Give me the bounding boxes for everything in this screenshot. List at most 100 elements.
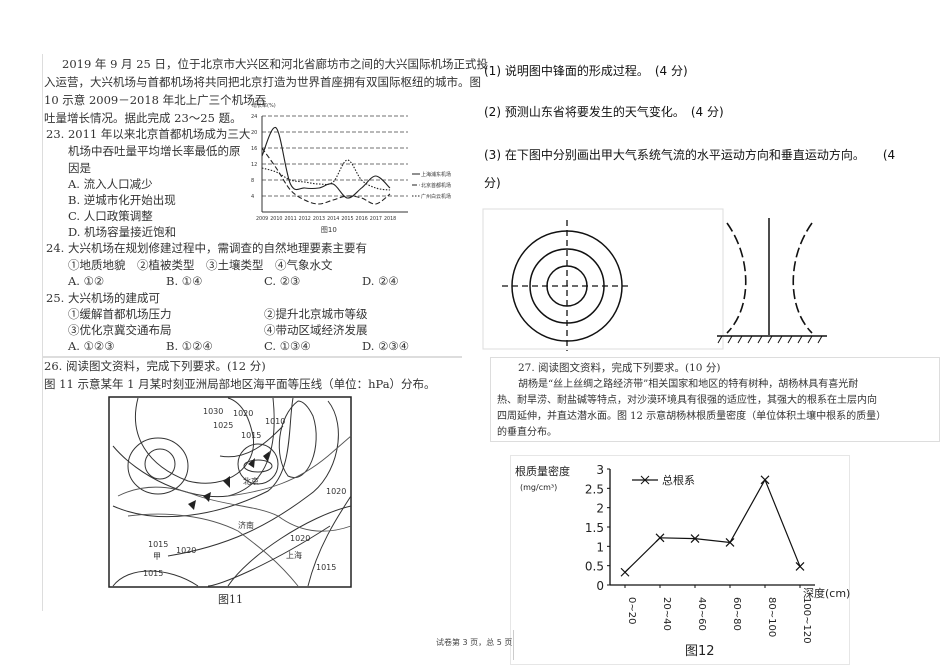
q24-option-a: A. ①② (68, 274, 105, 288)
x-axis-label: 深度(cm) (803, 586, 850, 600)
legend-label: 广州白云机场 (421, 193, 451, 200)
q25-stem: 25. 大兴机场的建成可 (46, 291, 160, 305)
q25-item-4: ④带动区域经济发展 (264, 323, 368, 337)
intro-line-1: 2019 年 9 月 25 日，位于北京市大兴区和河北省廊坊市之间的大兴国际机场… (62, 57, 488, 71)
q25-option-b: B. ①②④ (166, 339, 213, 353)
figure-11-isobar-map: 1030 1025 1020 1015 1010 北京 1020 济南 1020… (108, 396, 352, 588)
q26-part-2: (2) 预测山东省将要发生的天气变化。 (4 分) (484, 105, 724, 119)
y-axis-unit: (mg/cm³) (520, 483, 557, 492)
intro-line-4: 吐量增长情况。据此完成 23～25 题。 (44, 111, 242, 125)
isobar-label: 1030 (203, 407, 223, 416)
x-tick-label: 2018 (384, 216, 396, 222)
legend-marker (640, 475, 650, 485)
y-tick-label: 8 (251, 178, 254, 184)
q25-option-a: A. ①②③ (68, 339, 115, 353)
x-tick-label: 2017 (370, 216, 382, 222)
x-tick-label: 2010 (270, 216, 282, 222)
y-tick-label: 1.5 (585, 521, 604, 535)
q27-desc-3: 四周延伸，并直达潜水面。图 12 示意胡杨林根质量密度（单位体积土壤中根系的质量… (497, 411, 887, 422)
x-tick-label: 100~120 (801, 597, 812, 644)
y-tick-label: 2 (596, 502, 604, 516)
x-tick-label: 60~80 (731, 597, 742, 631)
answer-diagrams (482, 208, 827, 351)
q27-frame (490, 357, 940, 442)
y-tick-label: 20 (251, 130, 257, 136)
legend-label: 总根系 (662, 473, 695, 487)
data-point-marker (620, 567, 630, 577)
q23-option-b: B. 逆城市化开始出现 (68, 193, 176, 207)
q24-option-c: C. ②③ (264, 274, 301, 288)
y-tick-label: 12 (251, 162, 257, 168)
q27-desc-4: 的垂直分布。 (497, 427, 557, 438)
isobar-label: 1020 (176, 546, 196, 555)
chart-title: 图10 (321, 226, 337, 234)
q27-desc-2: 热、耐旱涝、耐盐碱等特点，对沙漠环境具有很强的适应性，其强大的根系在土层内向 (497, 395, 877, 406)
q25-item-2: ②提升北京城市等级 (264, 307, 368, 321)
y-axis-label: 根质量密度 (515, 464, 570, 478)
x-tick-label: 2009 (256, 216, 268, 222)
y-tick-label: 3 (596, 463, 604, 477)
data-point-marker (690, 534, 700, 544)
figure-11-caption: 图11 (218, 593, 243, 606)
isobar-label: 1015 (316, 563, 336, 572)
y-tick-label: 2.5 (585, 482, 604, 496)
y-tick-label: 1 (596, 540, 604, 554)
q26-part-1: (1) 说明图中锋面的形成过程。 (4 分) (484, 64, 688, 78)
series-line (261, 159, 391, 191)
data-point-marker (795, 562, 805, 571)
q26-stem: 26. 阅读图文资料，完成下列要求。(12 分) (44, 359, 266, 373)
legend-label: 北京首都机场 (421, 182, 451, 189)
intro-line-3: 10 示意 2009－2018 年北上广三个机场吞 (44, 93, 267, 107)
q23-stem-2: 机场中吞吐量平均增长率最低的原 (68, 144, 241, 158)
q26-frame (42, 356, 462, 611)
x-tick-label: 2013 (313, 216, 325, 222)
series-line (261, 127, 391, 199)
q23-option-c: C. 人口政策调整 (68, 209, 153, 223)
column-divider (513, 630, 514, 660)
isobar-label: 1015 (143, 569, 163, 578)
x-tick-label: 2011 (284, 216, 296, 222)
q23-stem-1: 23. 2011 年以来北京首都机场成为三大 (46, 127, 251, 141)
q26-desc: 图 11 示意某年 1 月某时刻亚洲局部地区海平面等压线（单位：hPa）分布。 (44, 377, 436, 391)
series-line (261, 147, 391, 205)
q24-option-d: D. ②④ (362, 274, 399, 288)
data-point-marker (725, 538, 735, 547)
isobar-label: 1025 (213, 421, 233, 430)
page-footer: 试卷第 3 页，总 5 页 (436, 638, 513, 647)
legend-label: 上海浦东机场 (421, 171, 451, 178)
isobar-label: 1010 (265, 417, 285, 426)
figure-12-frame (510, 455, 850, 665)
x-tick-label: 2016 (356, 216, 368, 222)
y-tick-label: 16 (251, 146, 257, 152)
q24-items: ①地质地貌 ②植被类型 ③土壤类型 ④气象水文 (68, 258, 333, 272)
x-tick-label: 40~60 (696, 597, 707, 631)
isobar-label: 1020 (290, 534, 310, 543)
x-tick-label: 0~20 (626, 597, 637, 624)
q26-part-3-cont: 分) (484, 176, 501, 190)
q23-option-a: A. 流入人口减少 (68, 177, 153, 191)
y-tick-label: 24 (251, 114, 257, 120)
isobar-label: 1015 (148, 540, 168, 549)
left-upper-frame (42, 54, 462, 358)
city-label-shanghai: 上海 (286, 550, 302, 560)
city-label-beijing: 北京 (243, 476, 259, 486)
q24-stem: 24. 大兴机场在规划修建过程中，需调查的自然地理要素主要有 (46, 241, 367, 255)
y-tick-label: 4 (251, 194, 254, 200)
y-tick-label: 0.5 (585, 560, 604, 574)
x-tick-label: 20~40 (661, 597, 672, 631)
intro-line-2: 入运营，大兴机场与首都机场将共同把北京打造为世界首座拥有双国际枢纽的城市。图 (44, 75, 481, 89)
q23-stem-3: 因是 (68, 161, 91, 175)
x-tick-label: 2012 (299, 216, 311, 222)
series-line (624, 478, 801, 573)
q26-part-3: (3) 在下图中分别画出甲大气系统气流的水平运动方向和垂直运动方向。 (4 (484, 148, 896, 162)
q25-option-c: C. ①③④ (264, 339, 311, 353)
x-tick-label: 80~100 (766, 597, 777, 637)
q23-option-d: D. 机场容量接近饱和 (68, 225, 177, 239)
q27-desc-1: 胡杨是“丝上丝绸之路经济带”相关国家和地区的特有树种，胡杨林具有喜光耐 (518, 379, 859, 390)
isobar-label: 1020 (233, 409, 253, 418)
data-point-marker (760, 475, 770, 485)
y-axis-label: 增长率(%) (252, 102, 276, 109)
city-label-jinan: 济南 (238, 520, 254, 530)
q25-option-d: D. ②③④ (362, 339, 410, 353)
